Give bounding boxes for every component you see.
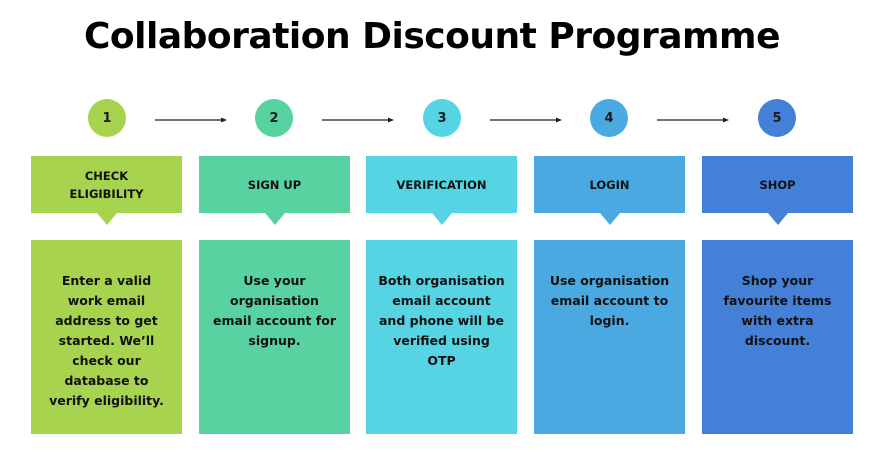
step-4-header-label: LOGIN xyxy=(589,177,630,192)
step-3-pointer xyxy=(432,213,452,225)
arrow-right-icon xyxy=(657,117,729,123)
step-1-description: Enter a valid work email address to get … xyxy=(31,240,182,434)
step-4-pointer xyxy=(600,213,620,225)
step-1-pointer xyxy=(97,213,117,225)
step-2-pointer xyxy=(265,213,285,225)
arrow-right-icon xyxy=(155,117,227,123)
step-1-header-label: CHECK ELIGIBILITY xyxy=(69,168,144,201)
step-5-header-label: SHOP xyxy=(759,177,796,192)
step-4-circle: 4 xyxy=(590,99,628,137)
arrow-right-icon xyxy=(322,117,394,123)
step-2-header: SIGN UP xyxy=(199,156,350,225)
step-2-header-label: SIGN UP xyxy=(247,177,302,192)
step-5-pointer xyxy=(768,213,788,225)
step-5-header: SHOP xyxy=(702,156,853,225)
step-1-header: CHECK ELIGIBILITY xyxy=(31,156,182,225)
step-3-circle: 3 xyxy=(423,99,461,137)
step-2-circle: 2 xyxy=(255,99,293,137)
step-4-header: LOGIN xyxy=(534,156,685,225)
step-1-circle: 1 xyxy=(88,99,126,137)
page-title: Collaboration Discount Programme xyxy=(84,16,780,57)
step-3-header: VERIFICATION xyxy=(366,156,517,225)
step-2-description: Use your organisation email account for … xyxy=(199,240,350,434)
step-3-header-label: VERIFICATION xyxy=(396,177,487,192)
arrow-right-icon xyxy=(490,117,562,123)
step-5-description: Shop your favourite items with extra dis… xyxy=(702,240,853,434)
step-5-circle: 5 xyxy=(758,99,796,137)
step-4-description: Use organisation email account to login. xyxy=(534,240,685,434)
step-3-description: Both organisation email account and phon… xyxy=(366,240,517,434)
